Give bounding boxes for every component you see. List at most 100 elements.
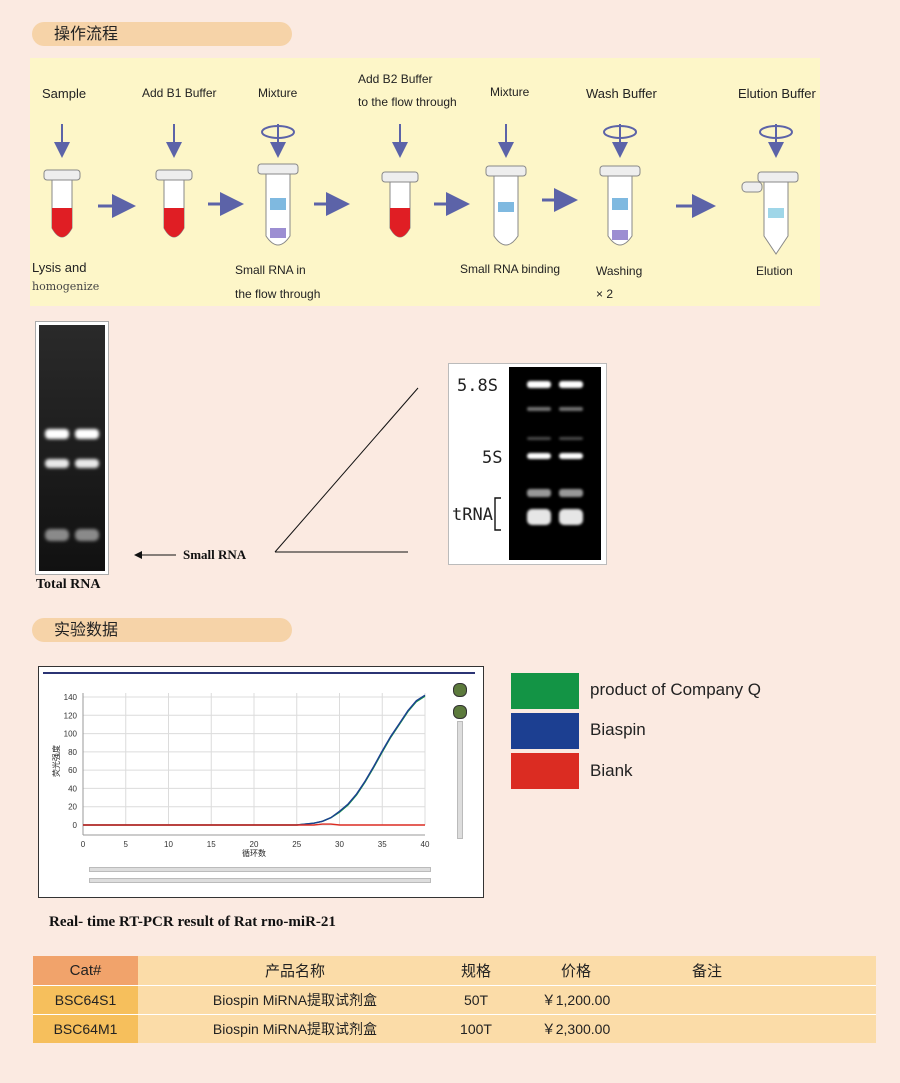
cell-cat: BSC64S1 bbox=[33, 985, 138, 1015]
y-tick-label: 120 bbox=[64, 711, 78, 720]
step-label-flow-through: to the flow through bbox=[358, 95, 457, 109]
chart-vertical-scrollbar[interactable] bbox=[457, 721, 463, 839]
table-row: BSC64M1 Biospin MiRNA提取试剂盒 100T ￥2,300.0… bbox=[33, 1014, 876, 1043]
workflow-section-title: 操作流程 bbox=[32, 22, 292, 46]
step-result-elution: Elution bbox=[756, 264, 793, 278]
y-tick-label: 100 bbox=[64, 730, 78, 739]
data-section-title: 实验数据 bbox=[32, 618, 292, 642]
series-line-2 bbox=[83, 823, 425, 826]
band-58s-lane-1 bbox=[527, 381, 551, 388]
gel-band-18s-lane-2 bbox=[75, 459, 99, 468]
x-tick-label: 40 bbox=[421, 840, 430, 849]
header-spec: 规格 bbox=[452, 956, 500, 986]
legend-swatch-company-q bbox=[511, 673, 579, 709]
header-product-name: 产品名称 bbox=[138, 956, 452, 986]
step-label-elution-buffer: Elution Buffer bbox=[738, 86, 816, 101]
step-result-washing: Washing bbox=[596, 264, 643, 278]
x-axis-label: 循环数 bbox=[242, 848, 266, 858]
cell-spec: 100T bbox=[452, 1014, 500, 1043]
chart-zoom-icon[interactable] bbox=[453, 683, 467, 697]
chart-reset-icon[interactable] bbox=[453, 705, 467, 719]
gel-band-28s-lane-1 bbox=[45, 429, 69, 439]
cell-price: ￥1,200.00 bbox=[500, 985, 652, 1015]
elution-tube-icon bbox=[741, 171, 799, 255]
zoom-line-upper bbox=[274, 387, 419, 553]
gel-band-small-lane-1 bbox=[45, 529, 69, 541]
chart-horizontal-scrollbar-1[interactable] bbox=[89, 867, 431, 872]
tube-icon-2 bbox=[155, 169, 193, 238]
y-tick-label: 60 bbox=[68, 766, 77, 775]
header-remarks: 备注 bbox=[652, 956, 876, 986]
legend-label-company-q: product of Company Q bbox=[590, 680, 762, 699]
spin-column-icon-6 bbox=[599, 165, 641, 246]
x-tick-label: 10 bbox=[164, 840, 173, 849]
step-label-add-b1: Add B1 Buffer bbox=[142, 86, 217, 100]
band-label-trna: tRNA bbox=[452, 505, 493, 525]
step-result-binding: Small RNA binding bbox=[460, 262, 561, 276]
x-tick-label: 0 bbox=[81, 840, 86, 849]
band-trna-lane-1 bbox=[527, 509, 551, 525]
spin-icons bbox=[261, 124, 793, 158]
step-label-wash-buffer: Wash Buffer bbox=[586, 86, 657, 101]
tube-icon-4 bbox=[381, 171, 419, 238]
x-tick-label: 20 bbox=[250, 840, 259, 849]
total-rna-gel-frame bbox=[35, 321, 109, 575]
step-arrows bbox=[98, 188, 716, 218]
chart-horizontal-scrollbar-2[interactable] bbox=[89, 878, 431, 883]
band-label-58s: 5.8S bbox=[457, 376, 498, 396]
step-result-lysis: Lysis and bbox=[32, 260, 87, 275]
cell-remarks bbox=[652, 985, 876, 1015]
product-table: Cat# 产品名称 规格 价格 备注 BSC64S1 Biospin MiRNA… bbox=[33, 956, 876, 1043]
band-5s-lane-2 bbox=[559, 453, 583, 459]
centrifuge-icon-2 bbox=[603, 124, 637, 158]
y-tick-label: 80 bbox=[68, 748, 77, 757]
x-tick-label: 35 bbox=[378, 840, 387, 849]
cell-product-name: Biospin MiRNA提取试剂盒 bbox=[138, 1014, 452, 1043]
small-rna-gel-image bbox=[509, 367, 601, 560]
band-label-5s: 5S bbox=[482, 448, 503, 468]
small-rna-label: Small RNA bbox=[183, 547, 247, 562]
chart-caption: Real- time RT-PCR result of Rat rno-miR-… bbox=[49, 914, 336, 930]
spin-column-icon-3 bbox=[257, 163, 299, 246]
step-result-homogenize: homogenize bbox=[32, 280, 100, 293]
workflow-diagram bbox=[43, 124, 799, 255]
gel-band-18s-lane-1 bbox=[45, 459, 69, 468]
y-tick-label: 40 bbox=[68, 784, 77, 793]
small-rna-gel-bands bbox=[527, 381, 583, 525]
spin-column-icon-5 bbox=[485, 165, 527, 246]
x-tick-label: 25 bbox=[292, 840, 301, 849]
legend-label-biaspin: Biaspin bbox=[590, 720, 646, 739]
band-58s-lane-2 bbox=[559, 381, 583, 388]
table-row: BSC64S1 Biospin MiRNA提取试剂盒 50T ￥1,200.00 bbox=[33, 985, 876, 1015]
y-tick-label: 0 bbox=[73, 821, 78, 830]
step-result-flow-through: the flow through bbox=[235, 287, 321, 301]
cell-spec: 50T bbox=[452, 985, 500, 1015]
chart-title-bar bbox=[43, 672, 475, 674]
centrifuge-icon-3 bbox=[759, 124, 793, 158]
legend-swatch-biank bbox=[511, 753, 579, 789]
cell-cat: BSC64M1 bbox=[33, 1014, 138, 1043]
band-trna-lane-2 bbox=[559, 509, 583, 525]
cell-remarks bbox=[652, 1014, 876, 1043]
gel-band-small-lane-2 bbox=[75, 529, 99, 541]
cell-price: ￥2,300.00 bbox=[500, 1014, 652, 1043]
centrifuge-icon-1 bbox=[261, 124, 295, 158]
step-result-times-two: × 2 bbox=[596, 287, 614, 301]
y-tick-label: 20 bbox=[68, 803, 77, 812]
workflow-panel: Sample Add B1 Buffer Mixture Add B2 Buff… bbox=[30, 58, 820, 306]
trna-bracket bbox=[494, 497, 501, 531]
step-label-sample: Sample bbox=[42, 86, 87, 101]
legend-label-biank: Biank bbox=[590, 761, 633, 780]
x-tick-label: 30 bbox=[335, 840, 344, 849]
header-price: 价格 bbox=[500, 956, 652, 986]
table-header-row: Cat# 产品名称 规格 价格 备注 bbox=[33, 956, 876, 986]
x-tick-label: 5 bbox=[124, 840, 129, 849]
step-label-mixture-1: Mixture bbox=[258, 86, 298, 100]
tube-icon-1 bbox=[43, 169, 81, 238]
gel-band-28s-lane-2 bbox=[75, 429, 99, 439]
x-tick-label: 15 bbox=[207, 840, 216, 849]
header-cat: Cat# bbox=[33, 956, 138, 986]
step-label-add-b2: Add B2 Buffer bbox=[358, 72, 433, 86]
